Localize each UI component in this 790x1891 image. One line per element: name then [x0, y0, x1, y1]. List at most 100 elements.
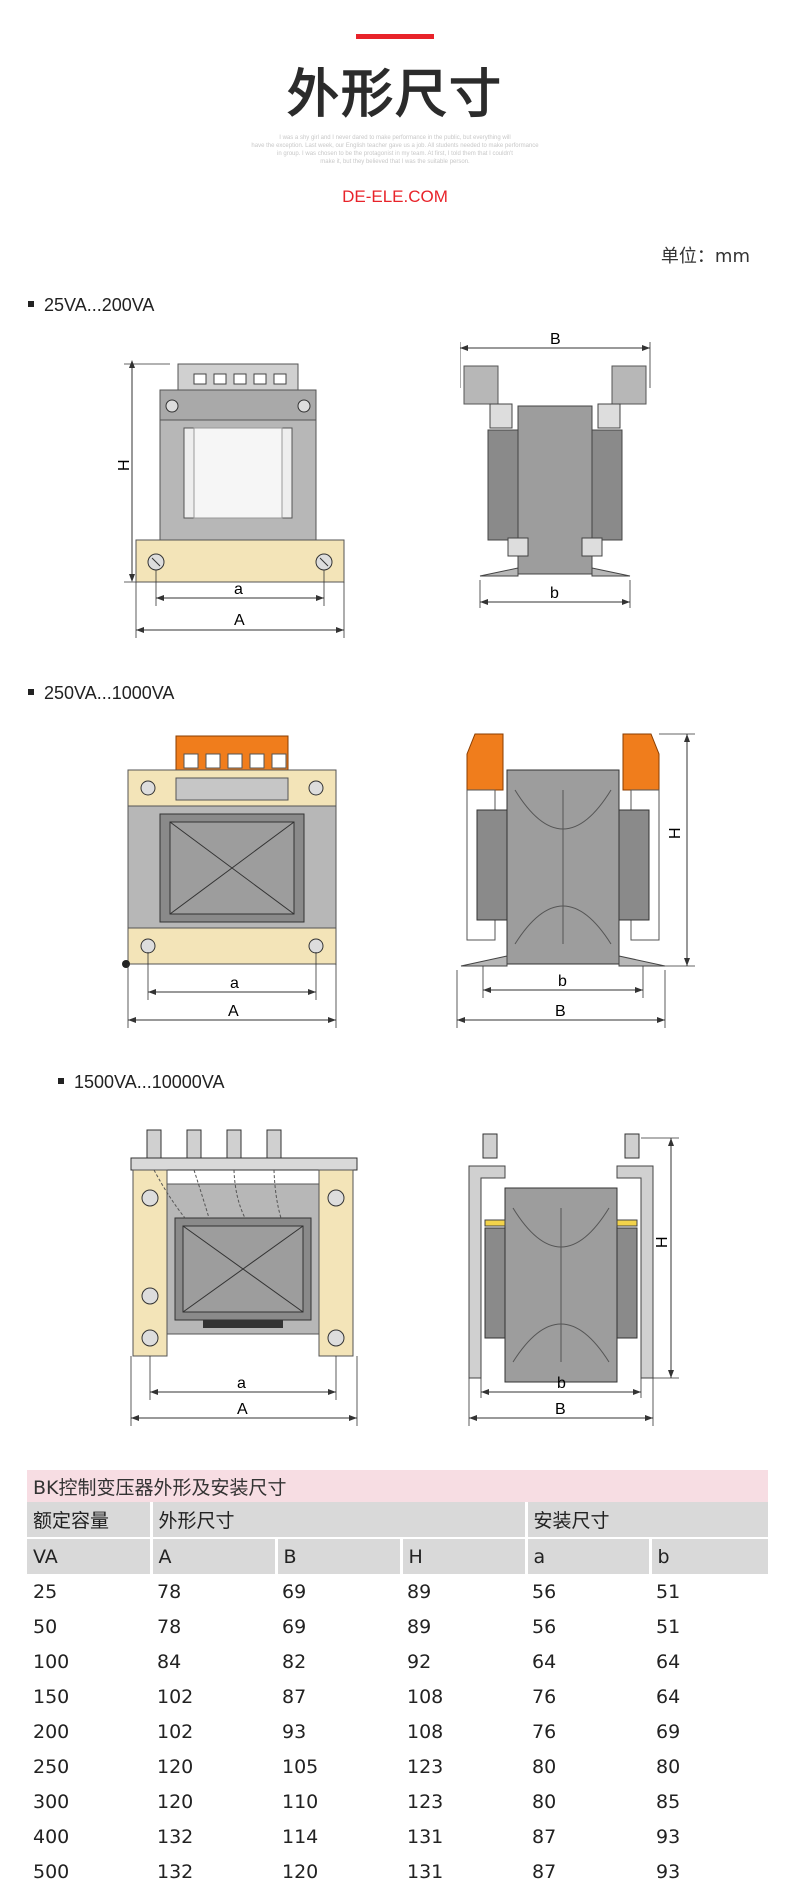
dim-B-label: B	[555, 1003, 566, 1020]
table-cell: 64	[656, 1650, 681, 1673]
dim-B-label: B	[555, 1401, 566, 1418]
dim-A-label: A	[228, 1003, 239, 1020]
section-label-3: 1500VA...10000VA	[58, 1072, 224, 1093]
table-cell: 132	[157, 1825, 194, 1848]
dim-a-label: a	[237, 1375, 246, 1392]
subtitle-line: have the exception. Last week, our Engli…	[251, 143, 539, 149]
table-cell: 56	[532, 1615, 557, 1638]
dim-b-label: b	[558, 973, 567, 990]
table-row: 200 102 93 108 76 69	[27, 1714, 768, 1749]
diagram-front-medium: a A	[122, 735, 337, 1028]
group-header: 额定容量	[27, 1502, 151, 1538]
table-cell: 93	[656, 1825, 681, 1848]
unit-label: 单位：mm	[660, 246, 750, 267]
table-cell: 84	[157, 1650, 182, 1673]
table-row: 300 120 110 123 80 85	[27, 1784, 768, 1819]
subtitle-line: make it, but they believed that I was th…	[320, 159, 470, 165]
table-cell: 89	[407, 1615, 432, 1638]
diagram-front-small: H a A	[116, 360, 345, 638]
table-cell: 150	[33, 1685, 70, 1708]
column-header: VA	[27, 1537, 151, 1574]
table-row: 400 132 114 131 87 93	[27, 1819, 768, 1854]
table-cell: 87	[532, 1860, 557, 1883]
column-header: a	[524, 1537, 650, 1574]
column-header: b	[648, 1537, 768, 1574]
table-cell: 123	[407, 1755, 444, 1778]
group-header: 安装尺寸	[524, 1502, 768, 1538]
table-cell: 80	[532, 1790, 557, 1813]
table-cell: 78	[157, 1580, 182, 1603]
bullet-icon	[28, 301, 34, 308]
table-cell: 78	[157, 1615, 182, 1638]
dim-b-label: b	[550, 585, 559, 602]
table-row: 100 84 82 92 64 64	[27, 1644, 768, 1679]
table-cell: 69	[282, 1580, 307, 1603]
table-cell: 64	[656, 1685, 681, 1708]
table-row: 25 78 69 89 56 51	[27, 1574, 768, 1609]
table-group-header-row: 额定容量 外形尺寸 安装尺寸	[27, 1502, 768, 1538]
dim-H-label: H	[116, 459, 133, 471]
table-cell: 64	[532, 1650, 557, 1673]
table-cell: 120	[157, 1755, 194, 1778]
table-cell: 56	[532, 1580, 557, 1603]
dim-H-label: H	[667, 827, 684, 839]
column-header: B	[274, 1537, 401, 1574]
table-cell: 82	[282, 1650, 307, 1673]
dim-B-label: B	[550, 331, 561, 348]
bullet-icon	[58, 1078, 64, 1085]
brand-text: DE-ELE.COM	[342, 187, 448, 206]
table-cell: 108	[407, 1685, 444, 1708]
table-cell: 51	[656, 1615, 681, 1638]
table-row: 50 78 69 89 56 51	[27, 1609, 768, 1644]
dim-b-label: b	[557, 1375, 566, 1392]
table-cell: 93	[656, 1860, 681, 1883]
table-cell: 123	[407, 1790, 444, 1813]
group-header: 外形尺寸	[149, 1502, 526, 1538]
dim-H-label: H	[654, 1236, 671, 1248]
subtitle-line: in group. I was chosen to be the protago…	[277, 151, 513, 157]
table-cell: 76	[532, 1685, 557, 1708]
table-caption-row: BK控制变压器外形及安装尺寸	[27, 1470, 768, 1502]
table-cell: 110	[282, 1790, 319, 1813]
diagram-side-large: H b B	[468, 1133, 679, 1426]
table-cell: 120	[157, 1790, 194, 1813]
dim-a-label: a	[230, 975, 239, 992]
dim-a-label: a	[234, 581, 243, 598]
table-cell: 100	[33, 1650, 70, 1673]
table-row: 500 132 120 131 87 93	[27, 1854, 768, 1889]
table-cell: 250	[33, 1755, 70, 1778]
page-title: 外形尺寸	[286, 65, 503, 125]
section-label-1: 25VA...200VA	[28, 295, 154, 316]
column-header: A	[149, 1537, 276, 1574]
table-cell: 114	[282, 1825, 319, 1848]
table-cell: 131	[407, 1825, 444, 1848]
table-cell: 92	[407, 1650, 432, 1673]
table-column-header-row: VA A B H a b	[27, 1537, 768, 1574]
table-row: 150 102 87 108 76 64	[27, 1679, 768, 1714]
table-cell: 200	[33, 1720, 70, 1743]
table-cell: 300	[33, 1790, 70, 1813]
table-cell: 87	[532, 1825, 557, 1848]
table-cell: 500	[33, 1860, 70, 1883]
table-cell: 400	[33, 1825, 70, 1848]
table-cell: 80	[656, 1755, 681, 1778]
bullet-icon	[28, 689, 34, 696]
table-caption: BK控制变压器外形及安装尺寸	[27, 1470, 768, 1502]
table-cell: 25	[33, 1580, 58, 1603]
table-cell: 85	[656, 1790, 681, 1813]
table-cell: 108	[407, 1720, 444, 1743]
table-row: 250 120 105 123 80 80	[27, 1749, 768, 1784]
table-cell: 102	[157, 1720, 194, 1743]
table-cell: 89	[407, 1580, 432, 1603]
diagram-side-medium: H b B	[456, 733, 695, 1028]
table-cell: 51	[656, 1580, 681, 1603]
subtitle-line: I was a shy girl and I never dared to ma…	[279, 135, 511, 141]
table-cell: 131	[407, 1860, 444, 1883]
table-cell: 105	[282, 1755, 319, 1778]
table-cell: 80	[532, 1755, 557, 1778]
table-cell: 69	[282, 1615, 307, 1638]
section-label-2: 250VA...1000VA	[28, 683, 174, 704]
table-cell: 69	[656, 1720, 681, 1743]
column-header: H	[399, 1537, 526, 1574]
dim-A-label: A	[237, 1401, 248, 1418]
